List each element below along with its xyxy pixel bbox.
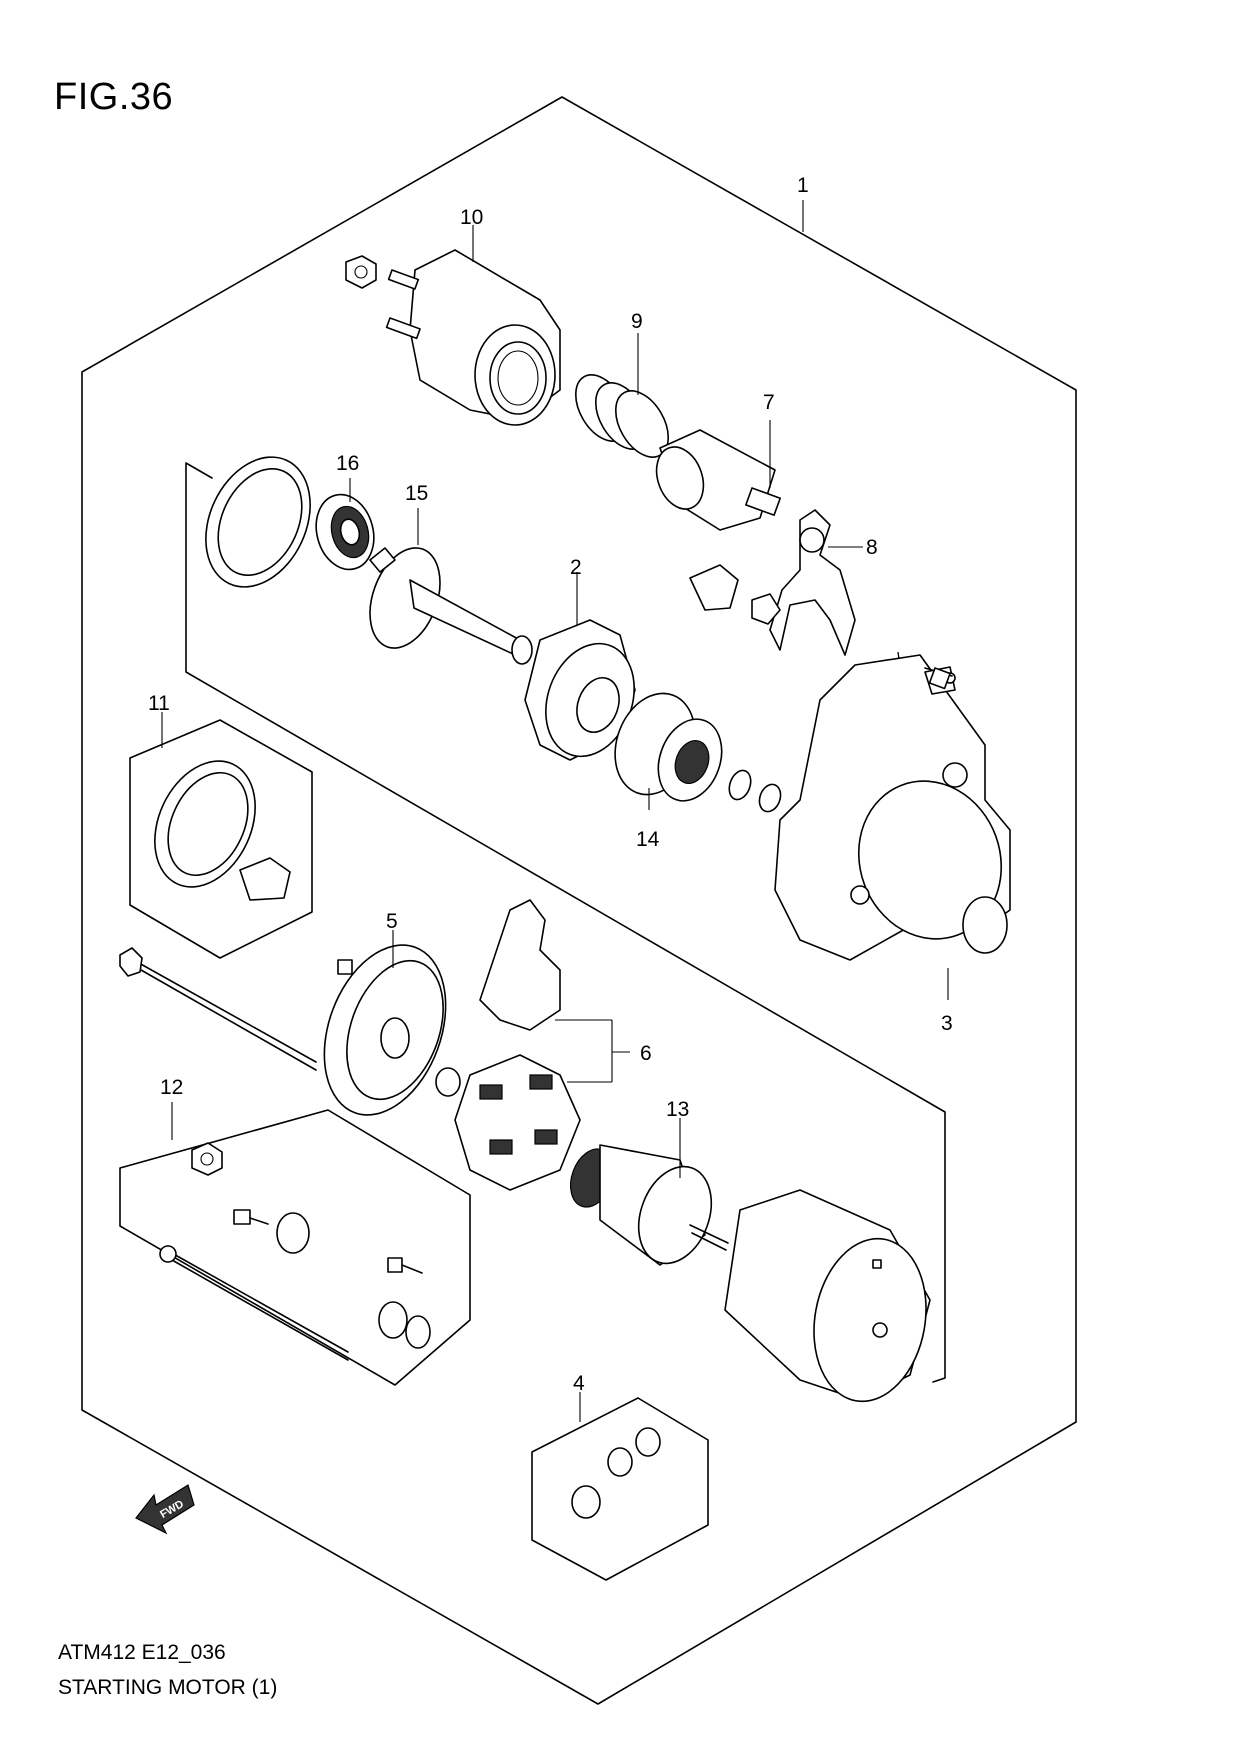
part-15-shaft (369, 547, 533, 665)
subassembly-frame (185, 462, 946, 1383)
figure-title: FIG.36 (54, 76, 174, 118)
assembly-frame (81, 96, 1077, 1705)
part-7-plunger (655, 429, 781, 531)
part-16-gear (315, 493, 375, 571)
callout-12: 12 (160, 1076, 183, 1099)
callout-16: 16 (336, 452, 359, 475)
callout-6: 6 (640, 1042, 652, 1065)
callout-1: 1 (797, 174, 809, 197)
callout-10: 10 (460, 206, 483, 229)
footer-name: STARTING MOTOR (1) (58, 1676, 278, 1699)
group-box-11 (129, 719, 313, 959)
callout-4: 4 (573, 1372, 585, 1395)
yoke (724, 1189, 931, 1403)
callout-15: 15 (405, 482, 428, 505)
long-through-bolt (119, 947, 317, 1071)
footer-code: ATM412 E12_036 (58, 1641, 226, 1664)
callout-2: 2 (570, 556, 582, 579)
part-13-armature (569, 1144, 729, 1266)
leader-lines (161, 200, 949, 1422)
part-3-nose-housing (774, 654, 1011, 961)
fwd-arrow: FWD (135, 1484, 195, 1535)
group-box-12 (119, 1109, 471, 1386)
part-12-contents (159, 1142, 431, 1361)
bolt-near-part-3 (924, 667, 953, 690)
part-9-spring (574, 374, 670, 458)
part-8-shift-lever (689, 509, 856, 656)
part-4-contents (571, 1427, 661, 1519)
part-11-contents (154, 760, 291, 901)
part-2-housing (524, 619, 636, 761)
callout-5: 5 (386, 910, 398, 933)
callout-14: 14 (636, 828, 660, 851)
part-10-solenoid (345, 249, 561, 426)
callout-13: 13 (666, 1098, 689, 1121)
callout-9: 9 (631, 310, 643, 333)
callout-7: 7 (763, 391, 775, 414)
part-6-brush-holder (435, 899, 581, 1191)
part-11-ring-upper (205, 456, 311, 588)
callout-8: 8 (866, 536, 878, 559)
callout-3: 3 (941, 1012, 953, 1035)
group-box-4 (531, 1397, 709, 1581)
part-5-end-cover (323, 944, 447, 1116)
callout-11: 11 (148, 692, 170, 715)
part-14-pinion-clutch (614, 692, 782, 813)
